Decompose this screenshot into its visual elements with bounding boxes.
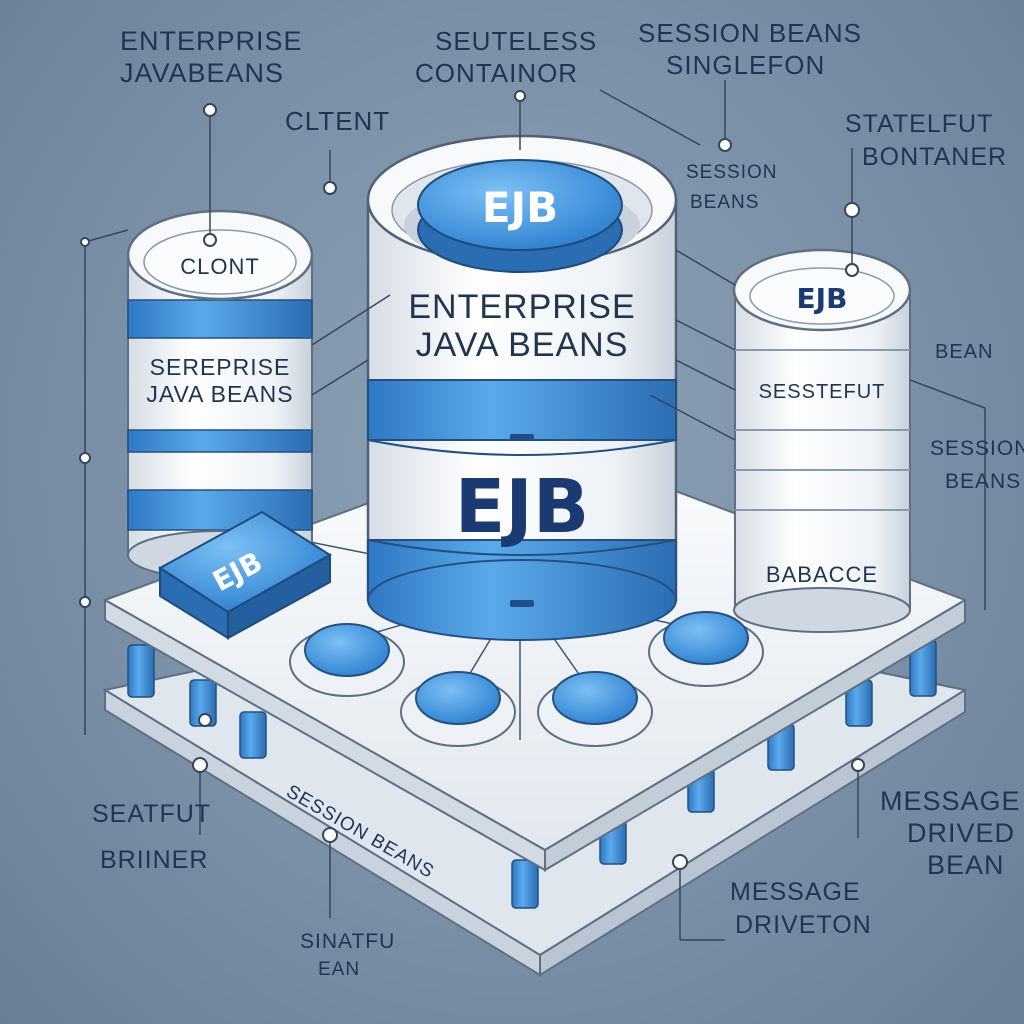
left-cylinder: CLONT SEREPRISE JAVA BEANS — [126, 209, 314, 580]
callout-top-right-line1: SESSION BEANS — [638, 18, 862, 48]
callout-session-beans-right-line2: BEANS — [945, 470, 1021, 493]
callout-stateful-container-line1: STATELFUT — [845, 110, 993, 138]
right-cylinder-top-label: EJB — [797, 282, 848, 315]
callout-sinatfu-line2: EAN — [318, 959, 360, 980]
callout-client: CLTENT — [285, 106, 390, 136]
center-lower-label: EJB — [455, 464, 590, 550]
callout-message-driven-bean-line3: BEAN — [927, 850, 1005, 880]
callout-session-beans-right-line1: SESSION — [930, 437, 1024, 460]
callout-session-beans-small-line1: SESSION — [686, 162, 777, 183]
callout-labels: ENTERPRISE JAVABEANS SEUTELESS CONTAINOR… — [92, 18, 1024, 980]
callout-dots — [79, 90, 865, 870]
bean-button-4[interactable] — [648, 611, 764, 687]
left-cylinder-band-line1: SEREPRISE — [150, 354, 291, 380]
callout-message-driven-bottom-line1: MESSAGE — [730, 878, 861, 906]
right-cylinder-mid-label: SESSTEFUT — [759, 381, 886, 403]
ejb-chip[interactable]: EJB — [158, 510, 332, 640]
center-upper-label-line1: ENTERPRISE — [408, 288, 635, 326]
center-cylinder: EJB ENTERPRISE JAVA BEANS EJB — [366, 134, 678, 641]
callout-message-driven-bean-line1: MESSAGE — [880, 786, 1021, 816]
callout-bean-right: BEAN — [935, 341, 993, 363]
callout-top-center-line1: SEUTELESS — [435, 26, 597, 56]
bean-button-3[interactable] — [537, 671, 653, 747]
callout-session-beans-small-line2: BEANS — [690, 192, 759, 213]
right-cylinder-bottom-label: BABACCE — [766, 562, 878, 587]
ejb-top-button-label: EJB — [482, 183, 558, 232]
callout-stateful-container-line2: BONTANER — [862, 143, 1007, 171]
callout-top-right-line2: SINGLEFON — [666, 50, 825, 80]
callout-sinatfu-line1: SINATFU — [300, 930, 395, 953]
ejb-top-button[interactable]: EJB — [417, 159, 623, 273]
callout-message-driven-bottom-line2: DRIVETON — [735, 911, 872, 939]
callout-stateful-left-line1: SEATFUT — [92, 800, 211, 828]
platform-buttons — [289, 611, 764, 747]
callout-top-center-line2: CONTAINOR — [415, 58, 578, 88]
center-upper-label-line2: JAVA BEANS — [416, 326, 629, 364]
callout-top-left-line1: ENTERPRISE — [120, 26, 303, 56]
bean-button-2[interactable] — [400, 671, 516, 747]
callout-message-driven-bean-line2: DRIVED — [907, 818, 1015, 848]
callout-top-left-line2: JAVABEANS — [120, 58, 284, 88]
callout-stateful-left-line2: BRIINER — [100, 846, 208, 874]
callout-lines — [84, 80, 986, 941]
bean-button-1[interactable] — [289, 623, 405, 697]
left-cylinder-band-line2: JAVA BEANS — [146, 381, 293, 407]
left-cylinder-top-label: CLONT — [180, 254, 260, 279]
right-cylinder: EJB SESSTEFUT BABACCE — [732, 248, 912, 633]
